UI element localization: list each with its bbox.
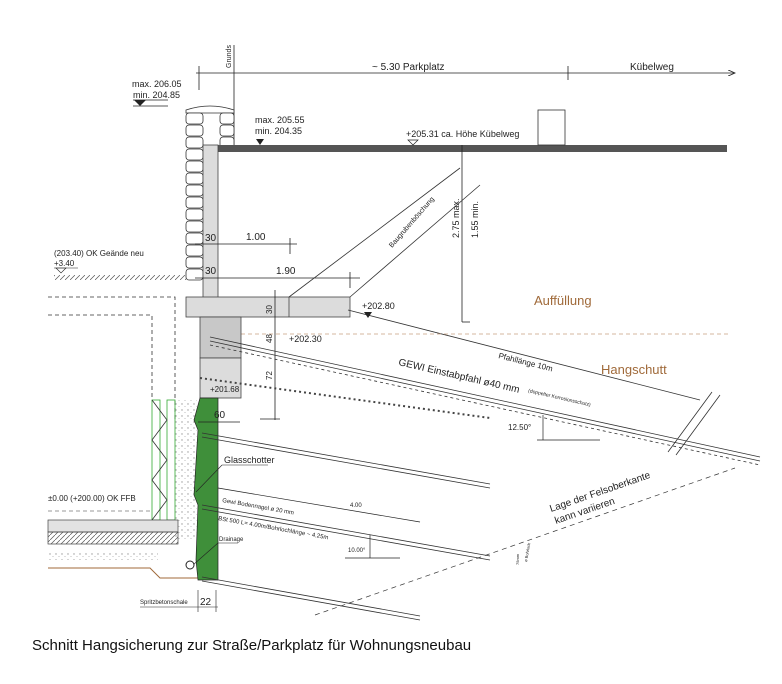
stone-wall	[185, 105, 235, 114]
korrosion-label: (doppelter Korrosionsschutz)	[528, 388, 592, 408]
soil-nails	[201, 432, 491, 621]
ground-hatch	[54, 275, 186, 280]
plus-3-40-label: +3.40	[54, 259, 75, 268]
dim-1-90: 1.90	[276, 266, 296, 277]
dim-30-footing: 30	[265, 305, 274, 314]
dim-48: 48	[265, 334, 274, 343]
drainage-label: Drainage	[219, 537, 244, 543]
shotcrete-shell	[193, 397, 219, 581]
stone	[219, 124, 235, 137]
gravel-fill	[175, 400, 197, 540]
pile-head-block	[199, 316, 242, 359]
el-202-30: +202.30	[289, 334, 322, 344]
stone	[185, 220, 204, 233]
stone	[185, 196, 204, 209]
road-slab	[218, 145, 727, 152]
stone	[185, 244, 204, 257]
dim-75mm: 75mm	[515, 553, 520, 565]
kuebelweg-label: Kübelweg	[630, 62, 674, 73]
bohrloch-label: ø Bohrloch	[523, 542, 531, 562]
nagel-label: Gewi Bodennagel ø 20 mm	[222, 498, 295, 517]
height-max: 2.75 max.	[451, 198, 461, 238]
pfahllaenge-label: Pfahllänge 10m	[498, 351, 554, 373]
auffuellung-label: Auffüllung	[534, 293, 592, 308]
stone	[185, 112, 204, 125]
gewi-pile	[209, 336, 761, 466]
glasschotter-label: Glasschotter	[224, 455, 275, 465]
elev-max-2: max. 205.55	[255, 115, 305, 125]
stone	[219, 112, 235, 125]
stone	[185, 136, 204, 149]
stone	[185, 160, 204, 173]
elev-max-1: max. 206.05	[132, 79, 182, 89]
drainage-pipe	[185, 560, 195, 570]
ffb-label: ±0.00 (+200.00) OK FFB	[48, 494, 136, 503]
spritzbeton-label: Spritzbetonschale	[140, 600, 188, 606]
dim-4-00: 4.00	[350, 503, 362, 509]
floor-slab	[47, 519, 179, 533]
angle-12-50: 12.50°	[508, 423, 531, 432]
building	[48, 296, 176, 521]
parkplatz-label: ~ 5.30 Parkplatz	[372, 62, 445, 73]
dim-72: 72	[265, 371, 274, 380]
ok-gelaende-label: (203.40) OK Geände neu	[54, 249, 144, 258]
drawing-caption: Schnitt Hangsicherung zur Straße/Parkpla…	[32, 637, 472, 654]
stone	[185, 232, 204, 245]
stone	[185, 184, 204, 197]
elev-min-1: min. 204.85	[133, 90, 180, 100]
stone	[185, 172, 204, 185]
excavation-slope	[288, 167, 701, 401]
stone	[185, 208, 204, 221]
hangschutt-label: Hangschutt	[601, 362, 667, 377]
dim-30-upper: 30	[205, 233, 217, 244]
stone	[185, 124, 204, 137]
grunds-label: Grunds	[226, 45, 233, 68]
el-202-80: +202.80	[362, 301, 395, 311]
wall-dimensions	[195, 145, 470, 420]
kerb-box	[537, 109, 566, 146]
hoehe-kuebelweg: +205.31 ca. Höhe Kübelweg	[406, 129, 519, 139]
wall-stones	[185, 112, 235, 281]
rock-surface-line	[314, 467, 736, 616]
dim-22: 22	[200, 597, 212, 608]
stone	[185, 256, 204, 269]
elev-min-2: min. 204.35	[255, 126, 302, 136]
dim-30-lower: 30	[205, 266, 217, 277]
height-min: 1.55 min.	[470, 201, 480, 238]
wall-footing	[185, 296, 351, 318]
el-201-68: +201.68	[210, 385, 240, 394]
insulation	[47, 531, 179, 545]
dim-1-00: 1.00	[246, 232, 266, 243]
angle-10-00: 10.00°	[348, 548, 366, 554]
dim-60: 60	[214, 410, 226, 421]
stone	[185, 148, 204, 161]
